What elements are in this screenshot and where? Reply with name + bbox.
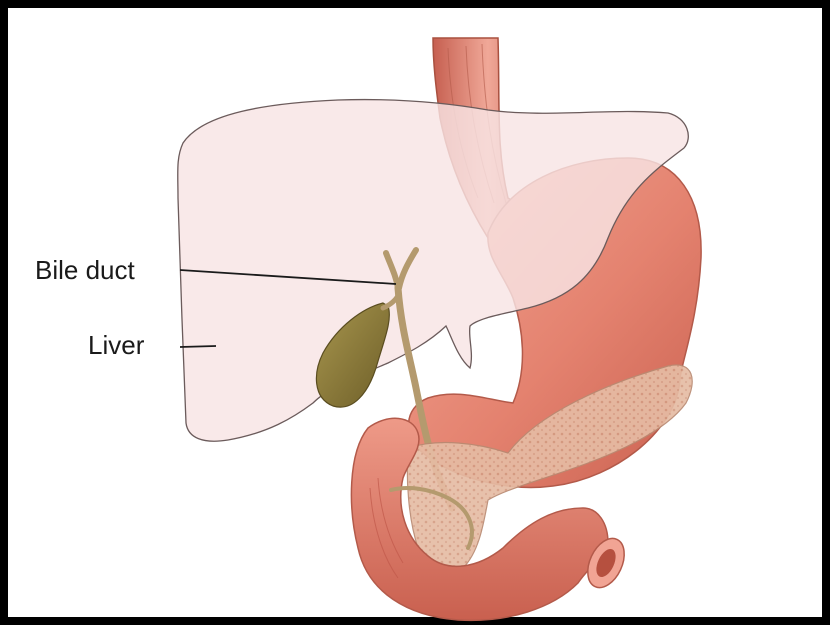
bile-duct-label: Bile duct (35, 257, 135, 283)
digestive-organs-illustration (8, 8, 830, 633)
liver-leader-line (180, 346, 216, 347)
liver-label: Liver (88, 332, 144, 358)
